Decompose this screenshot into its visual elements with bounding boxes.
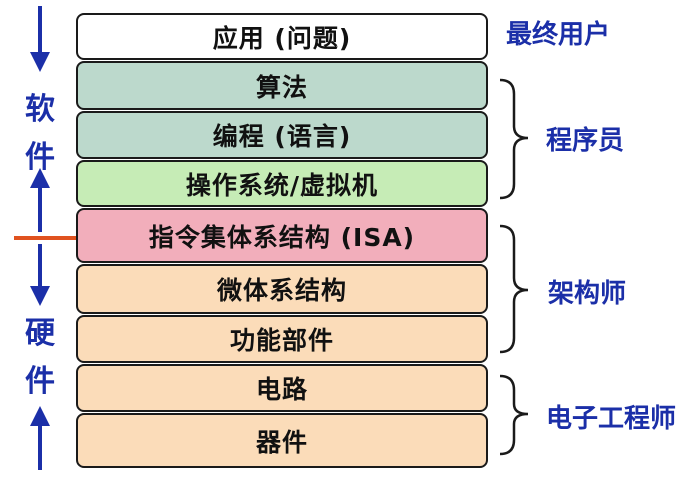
layer-programming: 编程 (语言) [76,111,488,159]
layer-algorithm: 算法 [76,61,488,110]
hardware-label: 硬 件 [20,308,60,400]
layer-isa-label: 指令集体系结构 (ISA) [148,222,416,252]
role-electronic-engineer: 电子工程师 [546,404,677,434]
layer-isa: 指令集体系结构 (ISA) [76,208,488,263]
layer-circuits-label: 电路 [255,375,308,404]
layer-functional-units-label: 功能部件 [229,326,334,355]
hardware-char-2: 件 [25,364,55,399]
layer-functional-units: 功能部件 [76,315,488,363]
programmer-brace-icon [499,78,529,200]
engineer-brace-icon [499,374,529,456]
layer-programming-label: 编程 (语言) [212,122,352,151]
role-end-user: 最终用户 [506,20,611,50]
hardware-char-1: 硬 [25,316,55,351]
architect-brace-icon [499,224,529,354]
layer-os-vm: 操作系统/虚拟机 [76,160,488,207]
layer-devices: 器件 [76,413,488,468]
layer-microarchitecture-label: 微体系结构 [216,276,347,305]
layer-devices-label: 器件 [255,427,308,457]
layer-application-label: 应用 (问题) [212,23,352,53]
layer-os-vm-label: 操作系统/虚拟机 [185,170,379,200]
layer-microarchitecture: 微体系结构 [76,264,488,314]
software-char-1: 软 [25,92,55,127]
layer-application: 应用 (问题) [76,13,488,60]
layer-circuits: 电路 [76,364,488,412]
role-architect: 架构师 [548,279,627,309]
role-programmer: 程序员 [546,126,625,156]
layer-algorithm-label: 算法 [255,72,308,102]
